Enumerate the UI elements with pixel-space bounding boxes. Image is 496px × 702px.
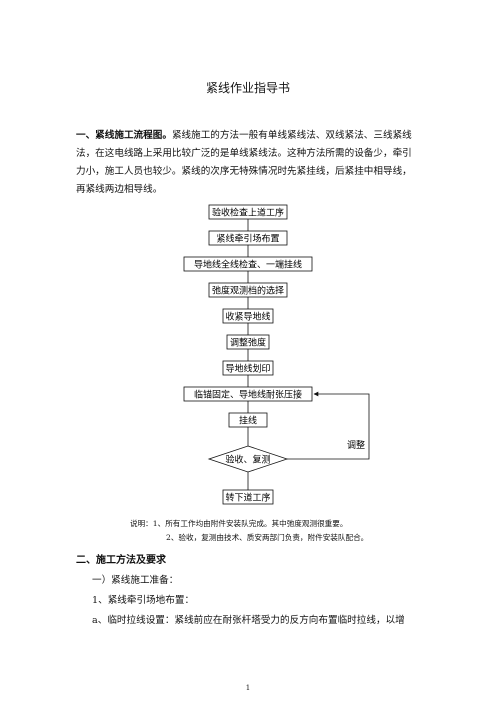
page-title: 紧线作业指导书 [205, 81, 290, 95]
section1-line-2: 法，在这电线路上采用比较广泛的是单线紧线法。这种方法所需的设备少，牵引 [76, 148, 412, 159]
flow-step-5: 收紧导地线 [222, 308, 274, 324]
flow-step-6: 调整弛度 [226, 334, 270, 350]
flow-step-3: 导地线全线检查、一端挂线 [183, 256, 313, 272]
svg-text:临锚固定、导地线耐张压接: 临锚固定、导地线耐张压接 [194, 389, 302, 401]
svg-text:验收、复测: 验收、复测 [225, 454, 270, 466]
section2-item-3: a、临时拉线设置：紧线前应在耐张杆塔受力的反方向布置临时拉线，以增 [92, 615, 405, 626]
section1-line-3: 力小，施工人员也较少。紧线的次序无特殊情况时先紧挂线，后紧挂中相导线， [76, 166, 412, 177]
svg-text:紧线牵引场布置: 紧线牵引场布置 [216, 233, 279, 245]
svg-text:导地线划印: 导地线划印 [225, 363, 270, 375]
note-2: 2、验收，复测由技术、质安两部门负责，附件安装队配合。 [166, 533, 369, 542]
page-number: 1 [245, 684, 251, 692]
svg-text:收紧导地线: 收紧导地线 [225, 311, 270, 323]
section1-heading: 一、紧线施工流程图。 [76, 130, 172, 141]
svg-text:验收检查上道工序: 验收检查上道工序 [212, 207, 284, 219]
flow-end: 转下道工序 [222, 489, 274, 505]
svg-text:导地线全线检查、一端挂线: 导地线全线检查、一端挂线 [194, 259, 302, 271]
flow-step-1: 验收检查上道工序 [208, 204, 288, 220]
section2-item-2: 1、紧线牵引场地布置： [92, 595, 195, 606]
svg-text:弛度观测档的选择: 弛度观测档的选择 [212, 285, 284, 297]
section1-line-1: 一、紧线施工流程图。紧线施工的方法一般有单线紧线法、双线紧法、三线紧线 [76, 127, 422, 145]
flow-decision: 验收、复测 [207, 445, 289, 473]
svg-text:转下道工序: 转下道工序 [225, 492, 270, 504]
section2-heading: 二、施工方法及要求 [76, 555, 166, 566]
flow-step-9: 挂线 [228, 412, 268, 428]
loop-label: 调整 [347, 439, 365, 451]
flow-step-2: 紧线牵引场布置 [208, 230, 288, 246]
section1-line-4: 再紧线两边相导线。 [76, 184, 163, 195]
note-1: 说明：1、所有工作均由附件安装队完成。其中弛度观测很重要。 [130, 519, 348, 528]
svg-text:挂线: 挂线 [239, 415, 257, 427]
section1-text-1: 紧线施工的方法一般有单线紧线法、双线紧法、三线紧线 [171, 130, 412, 141]
flow-connectors [247, 219, 370, 490]
flow-step-4: 弛度观测档的选择 [208, 282, 288, 298]
flow-step-8: 临锚固定、导地线耐张压接 [183, 386, 313, 402]
flow-step-7: 导地线划印 [222, 360, 274, 376]
svg-text:调整弛度: 调整弛度 [230, 337, 266, 349]
section2-item-1: 一）紧线施工准备： [92, 575, 179, 586]
